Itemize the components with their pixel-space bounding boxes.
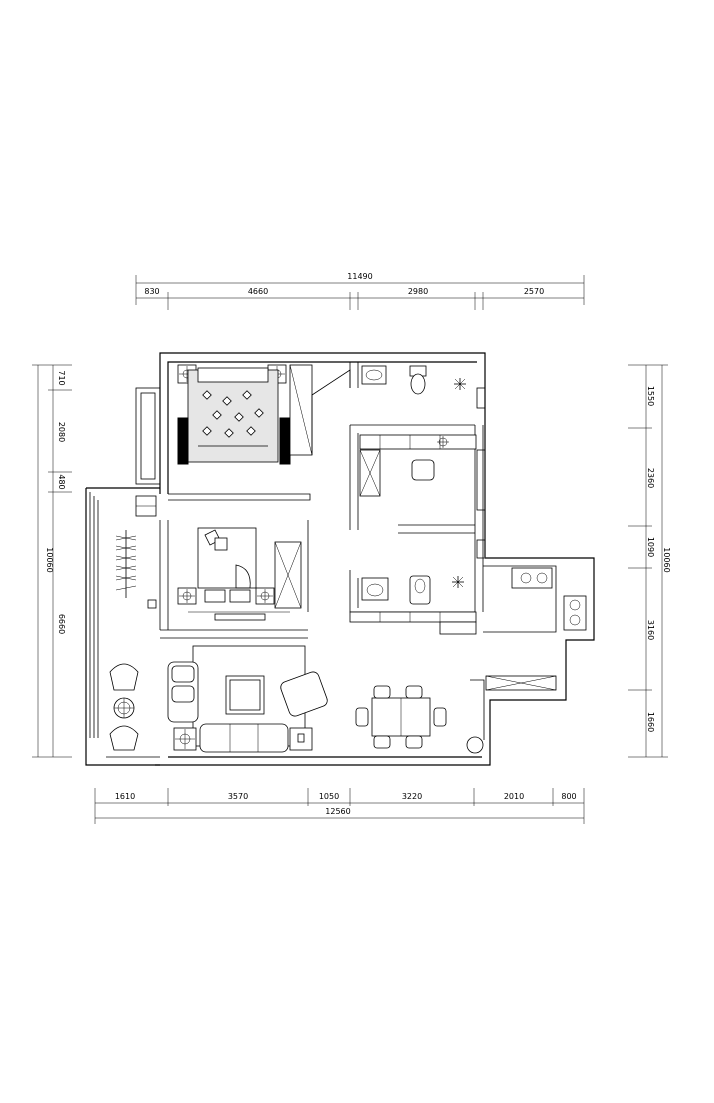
top-dimension-4: 2570 <box>524 287 544 296</box>
exterior-walls <box>85 352 595 766</box>
top-dimension-3: 2980 <box>408 287 428 296</box>
living-room-furniture <box>109 530 328 753</box>
right-dimension-lines <box>628 364 668 758</box>
plant-icon <box>115 530 137 598</box>
right-dimension-3: 1090 <box>646 537 655 557</box>
master-bath-fixtures <box>361 365 466 395</box>
bottom-dimension-3: 1050 <box>319 792 339 801</box>
right-dimension-2: 2360 <box>646 468 655 488</box>
kitchen-fixtures <box>466 567 587 754</box>
study-furniture <box>359 434 477 497</box>
windows <box>476 387 486 559</box>
bottom-total-dimension: 12560 <box>325 807 350 816</box>
right-dimension-5: 1660 <box>646 712 655 732</box>
dining-furniture <box>355 685 447 749</box>
left-dimension-3: 480 <box>57 474 66 489</box>
left-dimension-1: 710 <box>57 370 66 385</box>
right-dimension-4: 3160 <box>646 620 655 640</box>
top-dimension-2: 4660 <box>248 287 268 296</box>
right-dimension-1: 1550 <box>646 386 655 406</box>
left-dimension-2: 2080 <box>57 422 66 442</box>
bottom-dimension-1: 1610 <box>115 792 135 801</box>
top-dimension-lines <box>135 275 585 310</box>
bottom-dimension-5: 2010 <box>504 792 524 801</box>
left-total-dimension: 10060 <box>45 547 54 572</box>
bottom-dimension-lines <box>94 788 585 824</box>
top-total-dimension: 11490 <box>347 272 372 281</box>
master-bedroom-furniture <box>177 364 351 465</box>
bottom-dimension-2: 3570 <box>228 792 248 801</box>
second-bath-fixtures <box>349 575 477 635</box>
bottom-dimension-6: 800 <box>561 792 576 801</box>
left-dimension-lines <box>32 364 72 758</box>
right-total-dimension: 10060 <box>662 547 671 572</box>
left-dimension-4: 6660 <box>57 614 66 634</box>
second-bedroom-furniture <box>135 495 302 621</box>
bedspread-pattern <box>202 390 264 438</box>
top-dimension-1: 830 <box>144 287 159 296</box>
bottom-dimension-4: 3220 <box>402 792 422 801</box>
